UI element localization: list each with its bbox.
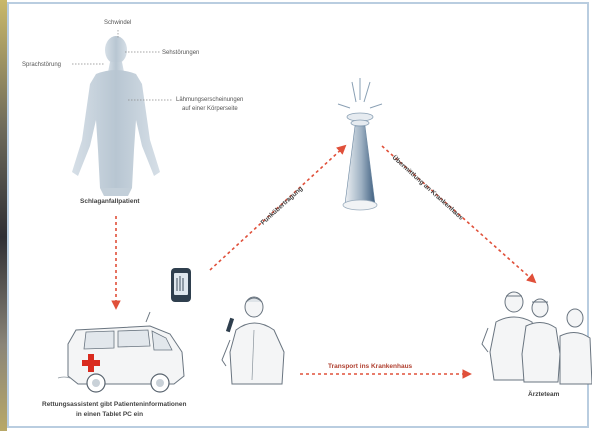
ambulance-icon <box>57 311 185 393</box>
human-body-icon <box>72 36 160 196</box>
assistent-label-2: in einen Tablet PC ein <box>76 411 143 418</box>
background-photo-strip <box>0 0 7 431</box>
transport-label: Transport ins Krankenhaus <box>328 363 413 370</box>
paramedic-icon <box>221 296 285 385</box>
laehmung-label-2: auf einer Körperseite <box>182 106 238 112</box>
sehstoerungen-label: Sehstörungen <box>162 50 199 56</box>
sprachstoerung-label: Sprachstörung <box>22 62 61 68</box>
assistent-label-1: Rettungsassistent gibt Patienteninformat… <box>42 401 186 408</box>
ambulance-cross-horizontal <box>82 360 100 366</box>
tablet-pc-icon <box>171 268 191 302</box>
uebermittlung-arrow <box>381 145 537 284</box>
funkuebertragung-label: Funkübertragung <box>260 185 305 226</box>
schwindel-label: Schwindel <box>104 20 131 26</box>
radio-tower-icon <box>337 78 383 211</box>
doctors-team-icon <box>481 291 592 385</box>
laehmung-label-1: Lähmungserscheinungen <box>176 97 243 103</box>
aerzteteam-label: Ärzteteam <box>528 390 560 398</box>
funk-arrow <box>209 144 347 271</box>
uebermittlung-label: Übermittlung an Krankenhaus <box>391 153 466 222</box>
patient-label: Schlaganfallpatient <box>80 198 140 205</box>
